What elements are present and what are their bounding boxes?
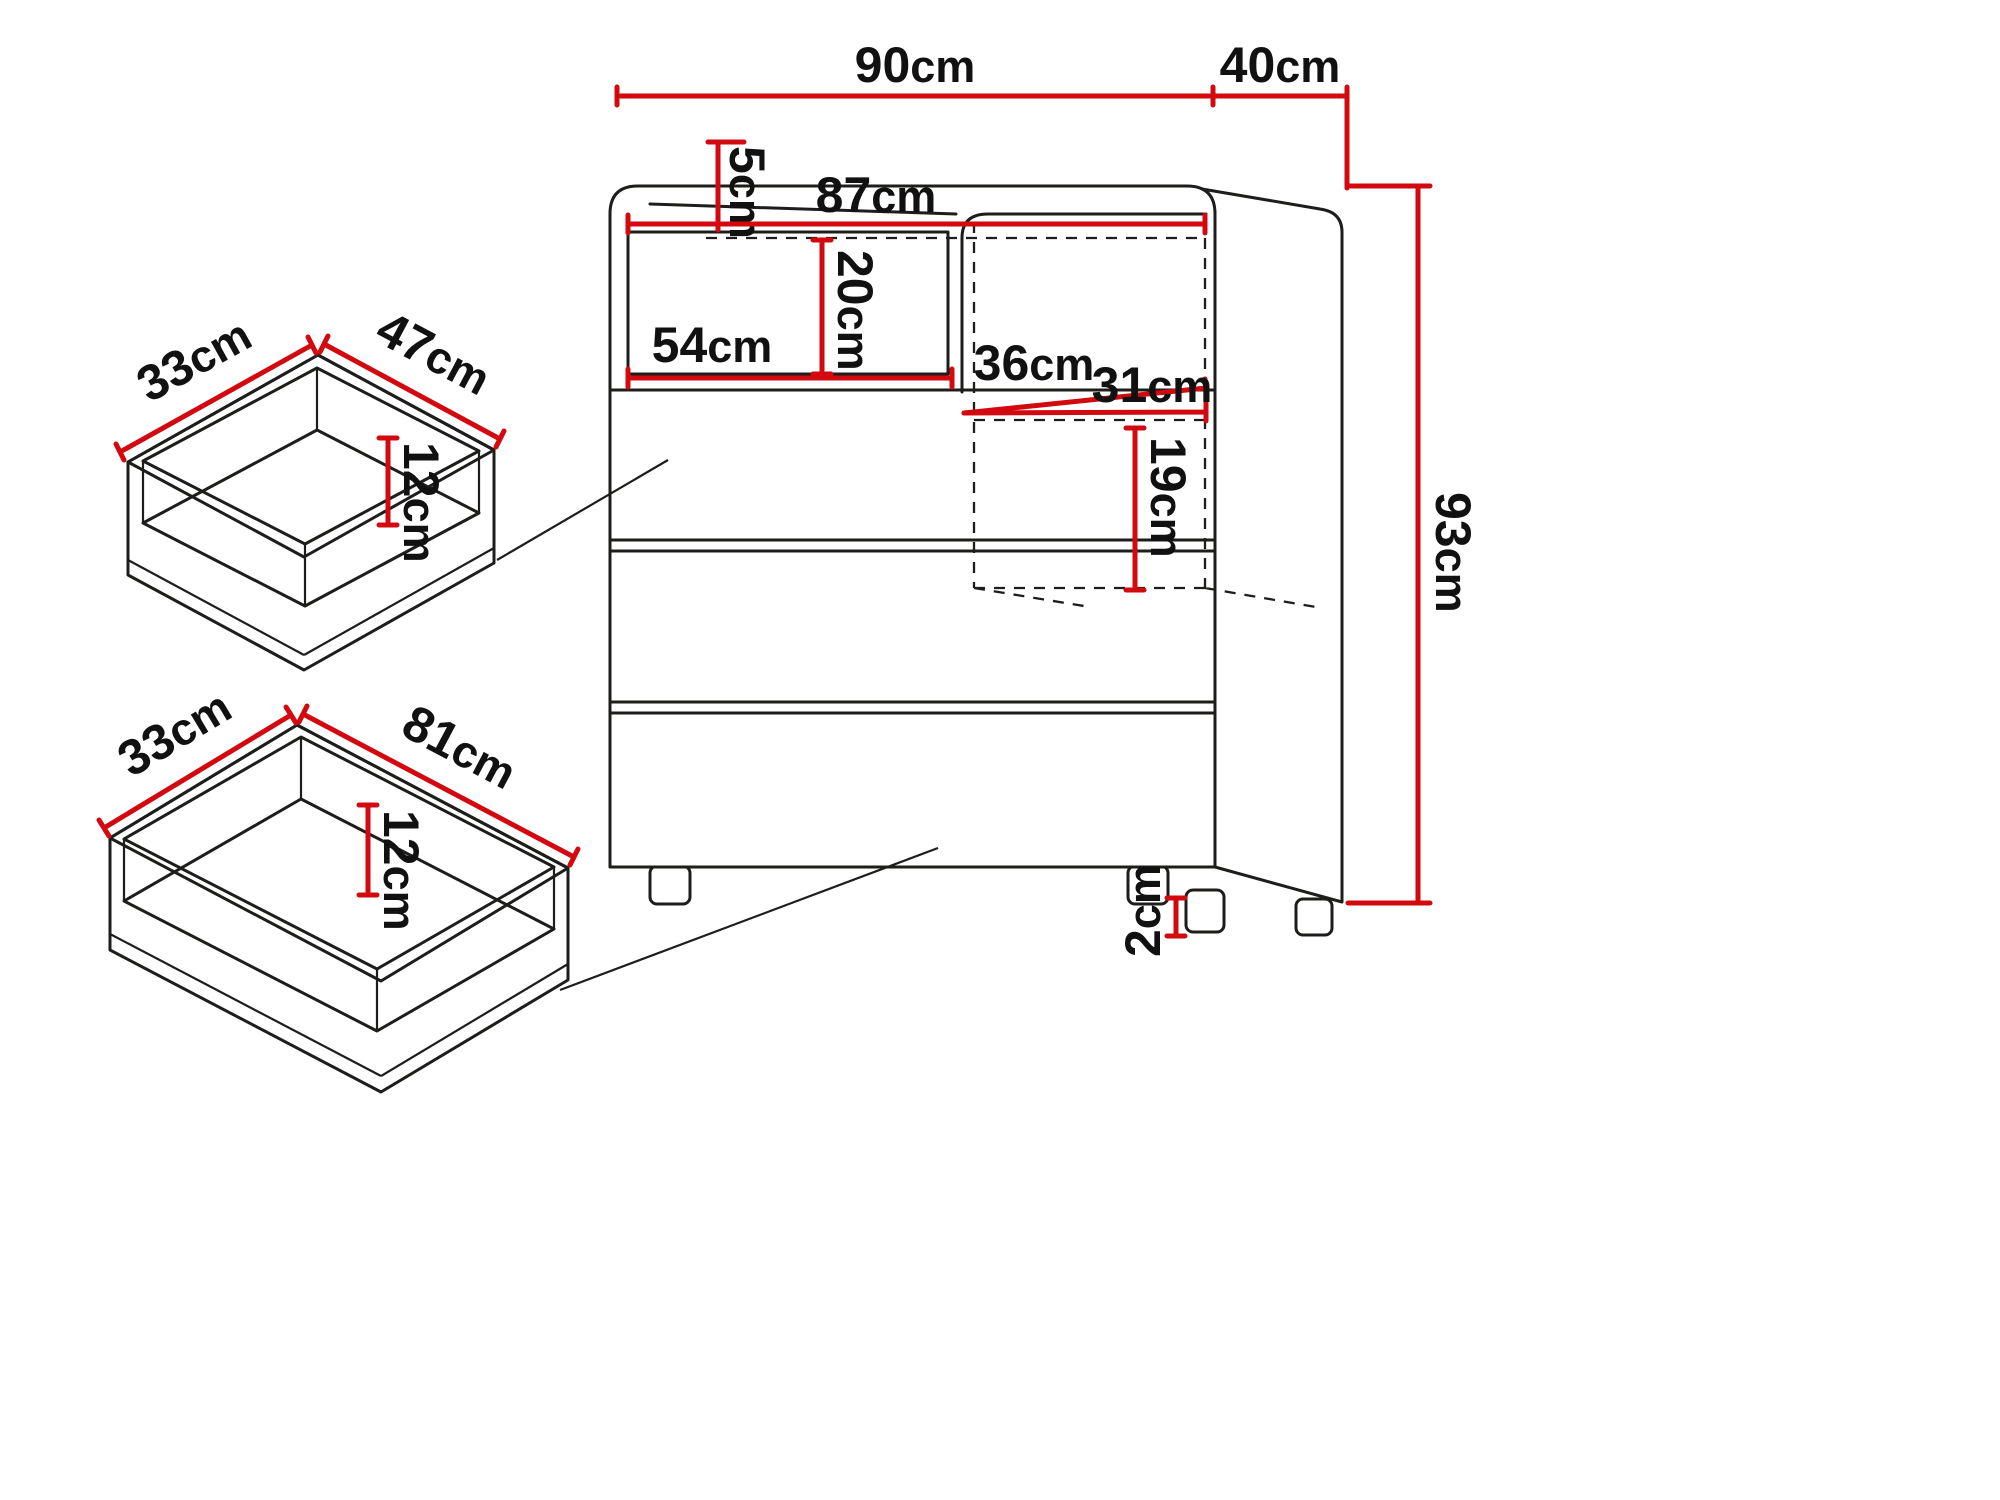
large-drawer-drawing bbox=[108, 723, 570, 1094]
cabinet-foot-back-right bbox=[1294, 897, 1334, 937]
dim-label-foot-height: 2cm bbox=[1115, 864, 1171, 957]
dim-line-large-drawer-height bbox=[356, 802, 380, 898]
small-drawer-drawing bbox=[126, 353, 496, 672]
dim-label-shelf-opening-width: 54cm bbox=[652, 317, 773, 373]
dim-label-small-drawer-width: 47cm bbox=[368, 300, 501, 406]
dim-label-large-drawer-width: 81cm bbox=[394, 694, 527, 800]
dim-top-panel-thickness: 5cm bbox=[705, 139, 775, 239]
cabinet-shelf-interior bbox=[626, 230, 950, 376]
dim-large-drawer-height: 12cm bbox=[356, 802, 429, 931]
cabinet-drawer-gap-bottom bbox=[608, 700, 1217, 715]
dim-line-large-drawer-depth bbox=[96, 704, 299, 839]
dim-line-shelf-opening-height bbox=[810, 237, 834, 377]
dim-label-small-drawer-height: 12cm bbox=[393, 442, 449, 563]
dim-foot-height: 2cm bbox=[1115, 864, 1188, 957]
dim-label-cubby-height: 19cm bbox=[1140, 437, 1196, 558]
dim-label-overall-depth: 40cm bbox=[1220, 37, 1341, 93]
dim-label-shelf-opening-height: 20cm bbox=[827, 250, 883, 371]
dim-cubby-height: 19cm bbox=[1123, 425, 1196, 593]
dim-line-overall-height bbox=[1345, 183, 1433, 906]
dim-small-drawer-height: 12cm bbox=[376, 435, 449, 563]
cabinet-drawer-gap-top bbox=[608, 538, 1217, 553]
dim-label-large-drawer-height: 12cm bbox=[373, 810, 429, 931]
dim-label-top-panel-thickness: 5cm bbox=[719, 146, 775, 239]
dim-line-interior-width bbox=[625, 212, 1208, 236]
dim-line-small-drawer-height bbox=[376, 435, 400, 528]
dim-line-overall-depth bbox=[1210, 84, 1350, 191]
dim-overall-depth: 40cm bbox=[1210, 37, 1350, 191]
cabinet-side-panel bbox=[1200, 187, 1344, 904]
cabinet-front-panel bbox=[608, 184, 1217, 869]
dim-line-small-drawer-width bbox=[317, 333, 507, 450]
dim-label-overall-width: 90cm bbox=[855, 37, 976, 93]
small-drawer-inner-corners bbox=[141, 368, 481, 606]
cabinet-drawing bbox=[608, 184, 1344, 937]
dim-label-cubby-width: 31cm bbox=[1092, 357, 1213, 413]
dim-interior-width: 87cm bbox=[625, 167, 1208, 236]
dim-line-cubby-height bbox=[1123, 425, 1147, 593]
cabinet-foot-front-left bbox=[648, 864, 692, 906]
dim-label-cubby-depth: 36cm bbox=[974, 335, 1095, 391]
dim-line-cubby-width bbox=[961, 400, 1209, 424]
dim-line-foot-height bbox=[1164, 895, 1188, 939]
small-drawer-rim bbox=[126, 353, 496, 559]
dim-line-cubby-depth bbox=[961, 376, 1210, 416]
dim-label-overall-height: 93cm bbox=[1425, 492, 1481, 613]
dim-overall-width: 90cm bbox=[614, 37, 1216, 108]
dim-line-small-drawer-depth bbox=[113, 334, 319, 463]
leader-small-drawer bbox=[496, 459, 669, 561]
dim-shelf-opening-height: 20cm bbox=[810, 237, 883, 377]
large-drawer-rails bbox=[109, 933, 569, 1077]
cabinet-foot-back-middle bbox=[1184, 888, 1226, 934]
dim-cubby-depth: 36cm bbox=[961, 335, 1210, 416]
dim-cubby-width: 31cm bbox=[961, 357, 1213, 424]
dim-shelf-opening-width: 54cm bbox=[625, 317, 955, 390]
cabinet-cubby-frame bbox=[960, 212, 1208, 394]
dim-overall-height: 93cm bbox=[1345, 183, 1481, 906]
cabinet-top-back-edge bbox=[648, 202, 958, 216]
dim-label-small-drawer-depth: 33cm bbox=[127, 305, 260, 412]
dim-line-large-drawer-width bbox=[296, 703, 581, 868]
large-drawer-rim bbox=[108, 723, 570, 983]
small-drawer-rails bbox=[127, 547, 495, 656]
dim-line-top-panel-thickness bbox=[705, 139, 747, 233]
dim-label-interior-width: 87cm bbox=[816, 167, 937, 223]
dim-line-shelf-opening-width bbox=[625, 366, 955, 390]
large-drawer-inner-corners bbox=[122, 737, 556, 1031]
leader-large-drawer bbox=[559, 846, 939, 992]
